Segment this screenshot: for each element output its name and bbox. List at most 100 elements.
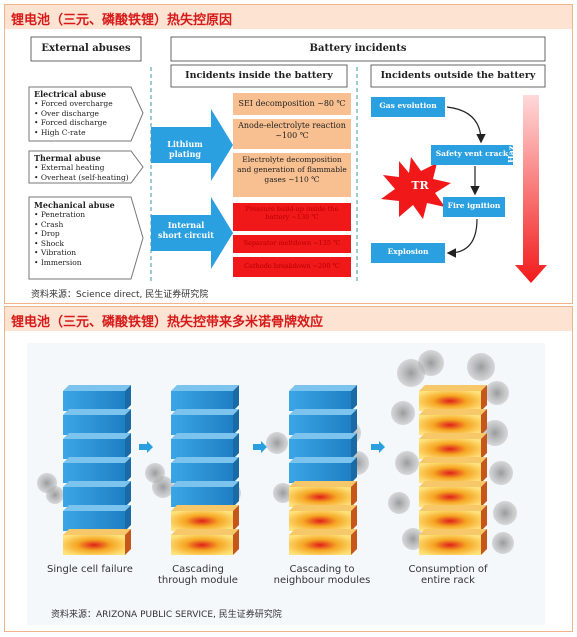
electrical-item: • Forced discharge: [34, 118, 107, 127]
internal-short-label: Internal short circuit: [158, 220, 214, 240]
section1-source: 资料来源：Science direct, 民生证券研究院: [31, 290, 209, 300]
gas-evolution-box: [371, 97, 445, 117]
thermal-abuse-list: • External heating • Overheat (self-heat…: [34, 163, 129, 182]
battery-cell: [289, 439, 351, 459]
smoke-puff: [467, 353, 495, 381]
battery-cell: [289, 391, 351, 411]
burning-cell: [289, 487, 351, 507]
burning-cell: [419, 463, 481, 483]
arrow-fire-to-explosion: [446, 218, 478, 258]
section-thermal-runaway-causes: 锂电池（三元、磷酸铁锂）热失控原因: [4, 4, 573, 304]
cascade-arrow-icon: [139, 441, 153, 453]
battery-incidents-header-box: [170, 36, 546, 62]
fire-ignition-label: Fire ignition: [447, 201, 501, 210]
gas-evolution-label: Gas evolution: [379, 101, 437, 110]
inside-header-box: [170, 64, 348, 88]
electrolyte-label: Electrolyte decomposition and generation…: [237, 155, 347, 184]
external-abuses-header-box: [30, 36, 142, 62]
cell-side: [351, 385, 357, 411]
mechanical-abuse-title: Mechanical abuse: [34, 200, 115, 210]
burning-cell-side: [233, 505, 239, 531]
fire-ignition-box: [443, 197, 505, 217]
sei-label: SEI decomposition ~80 ℃: [238, 99, 346, 108]
cell-top: [289, 385, 357, 391]
mechanical-item: • Drop: [34, 229, 60, 238]
arrow-gas-to-vent: [446, 106, 486, 144]
mechanical-item: • Vibration: [34, 248, 77, 257]
mechanical-abuse-list: • Penetration • Crash • Drop • Shock • V…: [34, 210, 85, 267]
burning-cell-top: [419, 505, 487, 511]
burning-cell-side: [481, 481, 487, 507]
burning-cell-side: [351, 505, 357, 531]
internal-short-arrow: [151, 197, 233, 269]
burning-cell: [171, 535, 233, 555]
mechanical-item: • Penetration: [34, 210, 86, 219]
tr-label: TR: [411, 179, 429, 192]
cell-top: [171, 385, 239, 391]
cascade-arrow-icon: [371, 441, 385, 453]
burning-cell-top: [63, 529, 131, 535]
mechanical-item: • Shock: [34, 238, 65, 248]
battery-incidents-header: Battery incidents: [309, 43, 407, 54]
smoke-puff: [152, 476, 174, 498]
burning-cell-top: [419, 481, 487, 487]
cell-top: [171, 481, 239, 487]
section2-source: 资料来源：ARIZONA PUBLIC SERVICE, 民生证券研究院: [51, 610, 282, 620]
smoke-puff: [273, 483, 293, 503]
burning-cell-side: [481, 409, 487, 435]
battery-cell: [63, 463, 125, 483]
smoke-puff: [266, 432, 288, 454]
burning-cell: [419, 511, 481, 531]
burning-cell-side: [125, 529, 131, 555]
sei-box: [233, 93, 351, 115]
explosion-box: [371, 243, 445, 263]
cell-top: [63, 505, 131, 511]
mechanical-item: • Immersion: [34, 257, 82, 267]
burning-cell-top: [419, 433, 487, 439]
pressure-box: [233, 203, 351, 231]
battery-cell: [63, 391, 125, 411]
smoke-puff: [489, 461, 513, 485]
burning-cell-top: [171, 529, 239, 535]
smoke-puff: [46, 486, 64, 504]
battery-cell: [171, 463, 233, 483]
burning-cell: [289, 511, 351, 531]
cell-side: [351, 433, 357, 459]
battery-cell: [289, 463, 351, 483]
tr-burst-icon: [381, 157, 451, 219]
cell-top: [63, 433, 131, 439]
burning-cell: [419, 535, 481, 555]
smoke-puff: [485, 381, 509, 405]
cell-top: [63, 481, 131, 487]
cell-top: [63, 457, 131, 463]
external-abuses-header: External abuses: [41, 43, 131, 54]
outside-header-box: [370, 64, 546, 88]
thermal-abuse-box: [28, 150, 144, 184]
cell-side: [125, 385, 131, 411]
burning-cell: [171, 511, 233, 531]
outside-header: Incidents outside the battery: [380, 70, 536, 81]
burning-cell-top: [171, 505, 239, 511]
anode-label: Anode-electrolyte reaction ~100 ℃: [238, 121, 346, 140]
battery-cell: [63, 511, 125, 531]
burning-cell-top: [419, 409, 487, 415]
cell-top: [289, 433, 357, 439]
cascade-arrow-icon: [253, 441, 267, 453]
smoke-puff: [388, 492, 410, 514]
caption-cascading-module: Cascading through module: [158, 564, 238, 586]
safety-vent-label: Safety vent crack: [435, 149, 509, 158]
section-domino-effect: 锂电池（三元、磷酸铁锂）热失控带来多米诺骨牌效应 Single cell fai…: [4, 306, 573, 632]
burning-cell: [419, 415, 481, 435]
battery-cell: [63, 487, 125, 507]
smoke-puff: [492, 532, 514, 554]
domino-illustration: [27, 343, 545, 625]
pressure-label: Pressure build-up inside the battery ~13…: [245, 205, 339, 221]
cell-top: [63, 409, 131, 415]
smoke-puff: [493, 501, 517, 525]
battery-cell: [63, 439, 125, 459]
cell-top: [289, 457, 357, 463]
burning-cell-top: [289, 529, 357, 535]
burning-cell-top: [419, 529, 487, 535]
burning-cell: [63, 535, 125, 555]
cell-side: [233, 409, 239, 435]
